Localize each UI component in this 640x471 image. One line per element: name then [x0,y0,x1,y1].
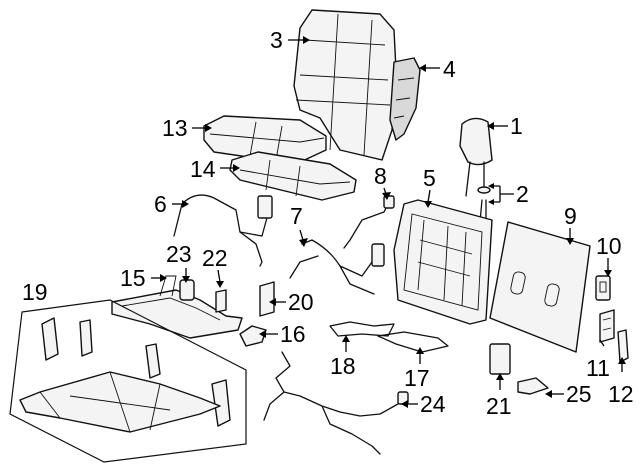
part-19-frame-assembly [9,299,247,463]
part-23-cover [179,279,195,301]
callout-1: 1 [510,113,523,139]
callout-23: 23 [166,241,192,267]
callout-21: 21 [486,393,512,419]
callout-3: 3 [270,27,283,53]
part-10-latch [595,275,611,301]
callout-6: 6 [154,191,167,217]
callout-5: 5 [423,165,436,191]
part-8-connector-harness [343,195,395,249]
callout-16: 16 [280,321,306,347]
callout-labels: 1 2 3 4 5 6 7 8 9 10 11 12 13 14 15 16 1… [22,27,634,419]
callout-9: 9 [564,203,577,229]
part-5-seat-back-frame [393,199,493,325]
part-4-seat-back-panel [389,57,421,141]
leader-lines [151,36,626,408]
callout-25: 25 [566,381,592,407]
callout-19: 19 [22,279,48,305]
callout-14: 14 [190,156,216,182]
callout-2: 2 [516,181,529,207]
callout-20: 20 [288,289,314,315]
part-13-seat-cushion [203,115,327,165]
part-16-buckle [239,325,267,347]
callout-7: 7 [290,203,303,229]
part-14-seat-cushion-pad [229,151,357,201]
callout-17: 17 [404,365,430,391]
callout-13: 13 [162,115,188,141]
part-11-release-handle [599,309,615,343]
part-17-heater-pad [377,331,449,353]
part-1-headrest [459,117,493,197]
part-15-seat-adjuster-track [111,275,243,339]
part-7-wire-harness [289,239,385,295]
part-24-main-harness [263,351,409,455]
callout-18: 18 [330,353,356,379]
part-12-strap [617,329,629,363]
part-9-back-panel [489,221,591,353]
callout-24: 24 [420,391,446,417]
part-22-bracket [215,289,227,313]
callout-11: 11 [586,355,610,381]
callout-22: 22 [202,245,228,271]
callout-12: 12 [608,381,634,407]
part-20-bracket [259,281,275,317]
part-25-module [517,377,549,395]
callout-4: 4 [443,56,456,82]
part-18-heater-pad [329,321,395,337]
part-3-seat-back-cushion [293,9,397,161]
callout-10: 10 [596,233,622,259]
callout-8: 8 [374,163,387,189]
part-21-module [489,343,511,375]
callout-15: 15 [120,265,146,291]
